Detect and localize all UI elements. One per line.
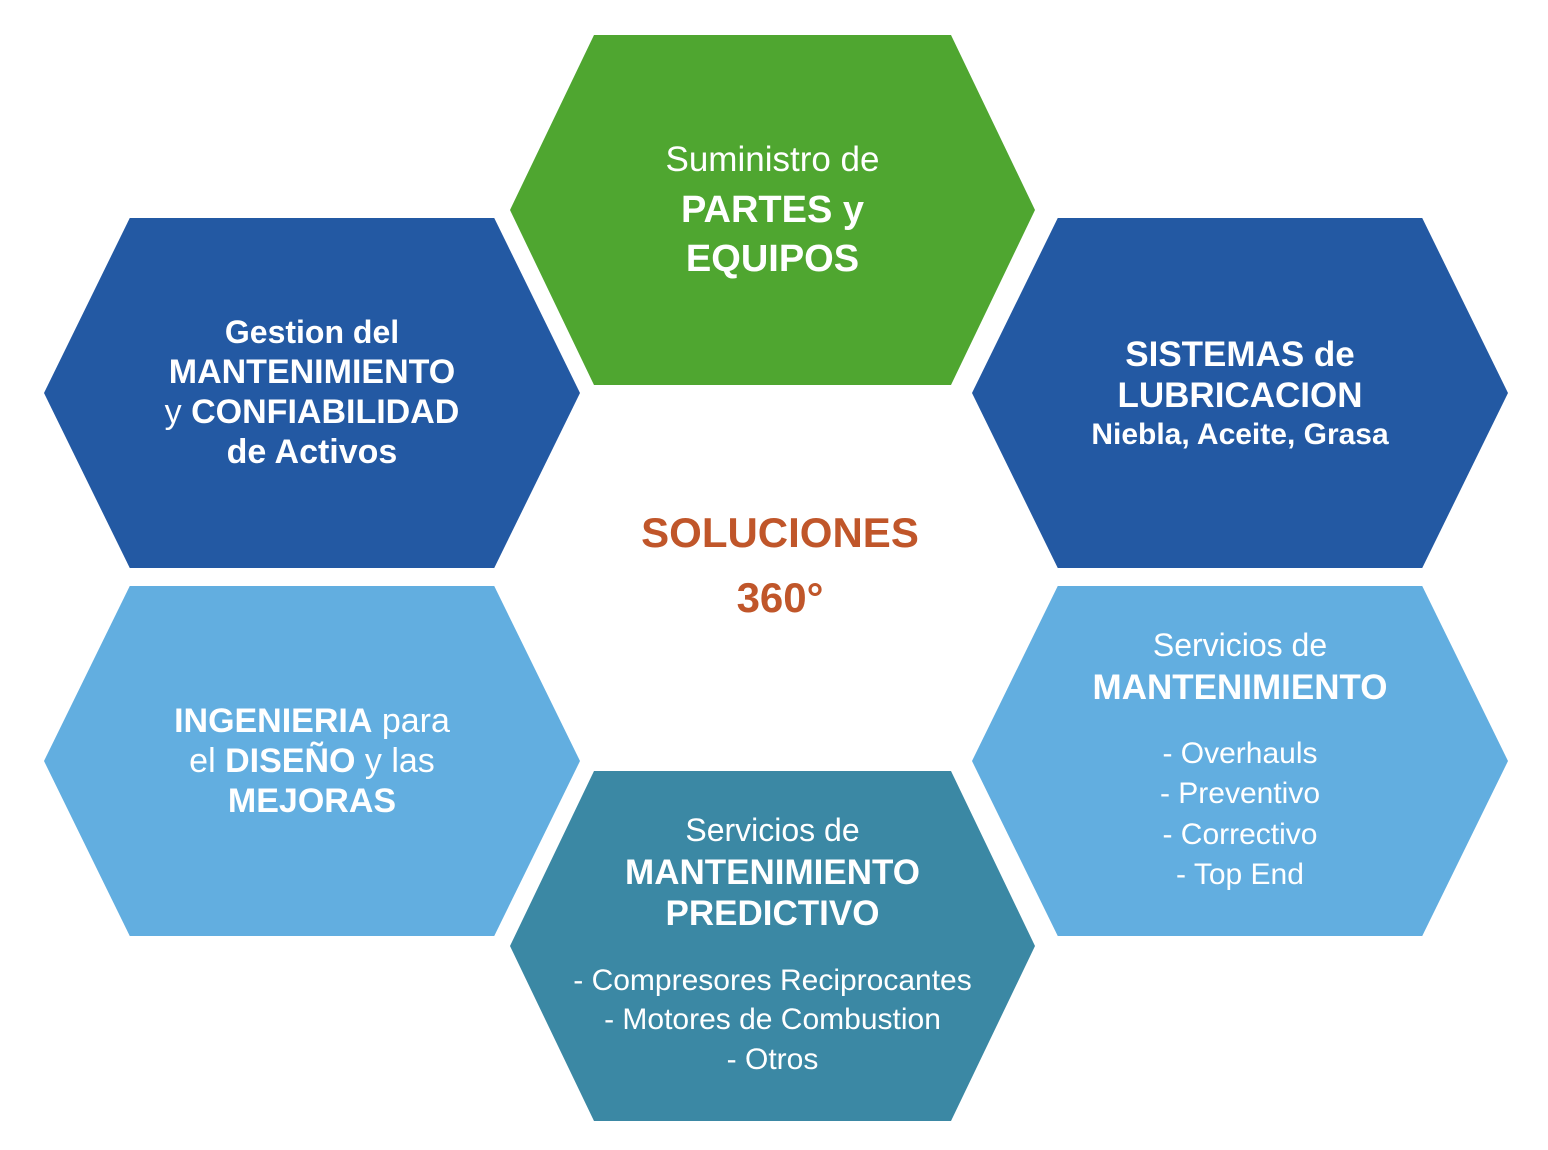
lubricacion-line1: SISTEMAS de [1125, 335, 1355, 374]
ingenieria-line2: el DISEÑO y las [189, 741, 435, 781]
hexagon-servicios-mantenimiento[interactable]: Servicios de MANTENIMIENTO - Overhauls -… [972, 586, 1508, 936]
mantenimiento-bullet-list: - Overhauls - Preventivo - Correctivo - … [1160, 734, 1320, 895]
predictivo-head2: MANTENIMIENTO [625, 853, 920, 893]
hexagon-lubricacion-content: SISTEMAS de LUBRICACION Niebla, Aceite, … [1042, 334, 1439, 452]
lubricacion-line3: Niebla, Aceite, Grasa [1091, 417, 1389, 451]
hexagon-partes-equipos-content: Suministro de PARTES y EQUIPOS [578, 139, 967, 282]
hexagon-mantenimiento-content: Servicios de MANTENIMIENTO - Overhauls -… [1042, 627, 1439, 895]
mantenimiento-bullet-correctivo: - Correctivo [1162, 817, 1318, 851]
gestion-line3: y CONFIABILIDAD [165, 392, 460, 432]
hexagon-predictivo-content: Servicios de MANTENIMIENTO PREDICTIVO - … [536, 812, 1009, 1079]
ingenieria-line2-reg-a: el [189, 741, 226, 780]
ingenieria-line1: INGENIERIA para [174, 701, 450, 741]
mantenimiento-head1: Servicios de [1152, 627, 1328, 664]
lubricacion-line2: LUBRICACION [1117, 376, 1363, 416]
predictivo-bullet-otros: - Otros [726, 1042, 819, 1076]
partes-equipos-line2: PARTES y [680, 188, 864, 231]
gestion-line3-reg: y [164, 392, 192, 431]
gestion-line3-bold: CONFIABILIDAD [191, 392, 460, 431]
hexagon-sistemas-lubricacion[interactable]: SISTEMAS de LUBRICACION Niebla, Aceite, … [972, 218, 1508, 568]
hexagon-gestion-mantenimiento[interactable]: Gestion del MANTENIMIENTO y CONFIABILIDA… [44, 218, 580, 568]
center-label-line2: 360° [736, 574, 824, 622]
ingenieria-line1-bold: INGENIERIA [174, 701, 373, 740]
hexagon-mantenimiento-predictivo[interactable]: Servicios de MANTENIMIENTO PREDICTIVO - … [510, 771, 1035, 1121]
hexagon-partes-equipos[interactable]: Suministro de PARTES y EQUIPOS [510, 35, 1035, 385]
predictivo-bullet-motores: - Motores de Combustion [604, 1003, 941, 1037]
hexagon-ingenieria-content: INGENIERIA para el DISEÑO y las MEJORAS [114, 701, 511, 821]
mantenimiento-bullet-preventivo: - Preventivo [1159, 777, 1321, 811]
ingenieria-line2-bold: DISEÑO [225, 741, 356, 780]
predictivo-bullet-compresores: - Compresores Reciprocantes [573, 963, 972, 997]
mantenimiento-bullet-top-end: - Top End [1176, 857, 1304, 891]
ingenieria-line1-reg: para [372, 701, 450, 740]
predictivo-bullet-list: - Compresores Reciprocantes - Motores de… [573, 961, 971, 1080]
center-label-line1: SOLUCIONES [641, 509, 919, 556]
center-label-soluciones-360: SOLUCIONES 360° [600, 500, 960, 630]
mantenimiento-bullet-overhauls: - Overhauls [1162, 737, 1318, 771]
mantenimiento-head2: MANTENIMIENTO [1092, 667, 1388, 707]
predictivo-head1: Servicios de [685, 812, 860, 849]
ingenieria-line2-reg-b: y las [355, 741, 435, 780]
gestion-line1: Gestion del [224, 313, 400, 350]
partes-equipos-line1: Suministro de [665, 139, 880, 179]
hexagon-gestion-content: Gestion del MANTENIMIENTO y CONFIABILIDA… [114, 314, 511, 472]
predictivo-head3: PREDICTIVO [665, 894, 880, 934]
gestion-line2: MANTENIMIENTO [168, 352, 456, 391]
partes-equipos-line3: EQUIPOS [685, 237, 860, 280]
ingenieria-line3: MEJORAS [227, 782, 397, 821]
hexagon-ingenieria-diseno[interactable]: INGENIERIA para el DISEÑO y las MEJORAS [44, 586, 580, 936]
gestion-line4: de Activos [226, 432, 398, 471]
